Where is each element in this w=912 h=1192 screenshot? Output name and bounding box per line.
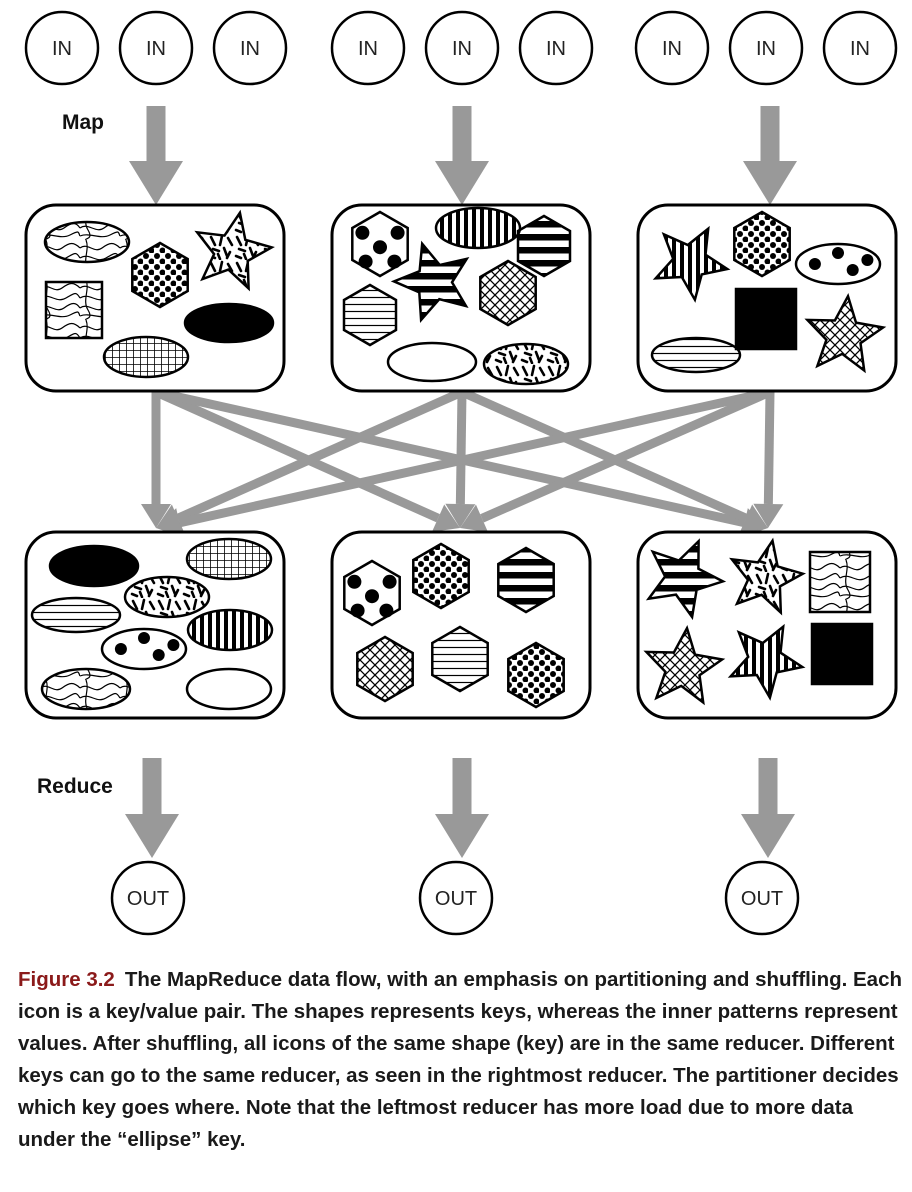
output-node: OUT bbox=[110, 860, 186, 936]
ellipse-empty-icon bbox=[386, 341, 478, 383]
hexagon-bigdots-icon bbox=[351, 210, 409, 278]
reducer-1-box bbox=[24, 530, 286, 720]
ellipse-vstripes-icon bbox=[186, 608, 274, 652]
star-vstripes-icon bbox=[652, 225, 731, 303]
star-hstripes-icon bbox=[390, 240, 470, 323]
output-node: OUT bbox=[724, 860, 800, 936]
hexagon-thinstripes-icon bbox=[342, 283, 398, 347]
reducer-3-box bbox=[636, 530, 898, 720]
shuffle-arrow bbox=[753, 391, 784, 528]
hexagon-hstripes-icon bbox=[497, 546, 555, 614]
star-crosshatch-icon bbox=[643, 624, 726, 706]
input-label: IN bbox=[756, 38, 776, 60]
mapper-3-box bbox=[636, 203, 898, 393]
map-stage-label: Map bbox=[62, 111, 104, 134]
reduce-arrow bbox=[435, 758, 489, 858]
output-label: OUT bbox=[741, 888, 783, 910]
hexagon-dots-icon bbox=[131, 241, 189, 309]
hexagon-crosshatch-icon bbox=[479, 259, 537, 327]
shuffle-arrow bbox=[445, 391, 476, 528]
shuffle-arrow bbox=[156, 387, 771, 538]
mapreduce-diagram: IN IN IN IN IN IN IN IN IN OUT OUT OUT Map Reduce bbox=[24, 10, 898, 936]
star-vstripes-icon bbox=[727, 623, 806, 701]
ellipse-grid-icon bbox=[185, 537, 273, 581]
ellipse-thinstripes-icon bbox=[30, 596, 122, 634]
input-node: IN bbox=[330, 10, 406, 86]
square-solid-icon bbox=[810, 622, 874, 686]
input-label: IN bbox=[546, 38, 566, 60]
reduce-stage-label: Reduce bbox=[37, 775, 113, 798]
star-confetti-icon bbox=[729, 537, 807, 616]
input-label: IN bbox=[146, 38, 166, 60]
hexagon-dots-icon bbox=[733, 210, 791, 278]
ellipse-solid-icon bbox=[183, 302, 275, 344]
ellipse-confetti-icon bbox=[123, 575, 211, 619]
ellipse-wavy-icon bbox=[43, 220, 131, 264]
shuffle-arrow bbox=[460, 387, 768, 532]
hexagon-bigdots-icon bbox=[343, 559, 401, 627]
ellipse-thinstripes-icon bbox=[650, 336, 742, 374]
input-label: IN bbox=[452, 38, 472, 60]
star-hstripes-icon bbox=[645, 538, 727, 621]
shuffle-arrow bbox=[154, 387, 460, 532]
reduce-arrow bbox=[741, 758, 795, 858]
square-wavy-icon bbox=[808, 550, 872, 614]
hexagon-dots-icon bbox=[507, 641, 565, 709]
ellipse-wavy-icon bbox=[40, 667, 132, 711]
output-label: OUT bbox=[435, 888, 477, 910]
caption-text: The MapReduce data flow, with an emphasi… bbox=[18, 968, 903, 1151]
input-node: IN bbox=[822, 10, 898, 86]
input-label: IN bbox=[52, 38, 72, 60]
mapper-2-box bbox=[330, 203, 592, 393]
square-solid-icon bbox=[734, 287, 798, 351]
reduce-arrow bbox=[125, 758, 179, 858]
map-arrow bbox=[743, 106, 797, 205]
input-node: IN bbox=[728, 10, 804, 86]
input-label: IN bbox=[240, 38, 260, 60]
input-label: IN bbox=[358, 38, 378, 60]
reducer-2-box bbox=[330, 530, 592, 720]
ellipse-vstripes-icon bbox=[434, 206, 522, 250]
output-node: OUT bbox=[418, 860, 494, 936]
input-node: IN bbox=[118, 10, 194, 86]
mapper-1-box bbox=[24, 203, 286, 393]
shuffle-arrow bbox=[141, 392, 171, 528]
input-label: IN bbox=[850, 38, 870, 60]
input-node: IN bbox=[212, 10, 288, 86]
ellipse-empty-icon bbox=[185, 667, 273, 711]
hexagon-dots-icon bbox=[412, 542, 470, 610]
ellipse-confetti-icon bbox=[482, 342, 570, 386]
ellipse-grid-icon bbox=[102, 335, 190, 379]
ellipse-solid-icon bbox=[48, 544, 140, 588]
hexagon-hstripes-icon bbox=[516, 214, 572, 278]
hexagon-thinstripes-icon bbox=[431, 625, 489, 693]
map-arrow bbox=[435, 106, 489, 205]
input-node: IN bbox=[634, 10, 710, 86]
hexagon-crosshatch-icon bbox=[356, 635, 414, 703]
shuffle-arrow bbox=[460, 387, 772, 533]
star-crosshatch-icon bbox=[804, 292, 887, 374]
input-node: IN bbox=[518, 10, 594, 86]
figure-label: Figure 3.2 bbox=[18, 968, 115, 991]
input-node: IN bbox=[424, 10, 500, 86]
map-arrow bbox=[129, 106, 183, 205]
input-node: IN bbox=[24, 10, 100, 86]
input-label: IN bbox=[662, 38, 682, 60]
square-wavy-icon bbox=[44, 280, 104, 340]
star-confetti-icon bbox=[194, 209, 275, 292]
ellipse-bigdots-icon bbox=[100, 627, 188, 671]
ellipse-bigdots-icon bbox=[794, 242, 882, 286]
output-label: OUT bbox=[127, 888, 169, 910]
